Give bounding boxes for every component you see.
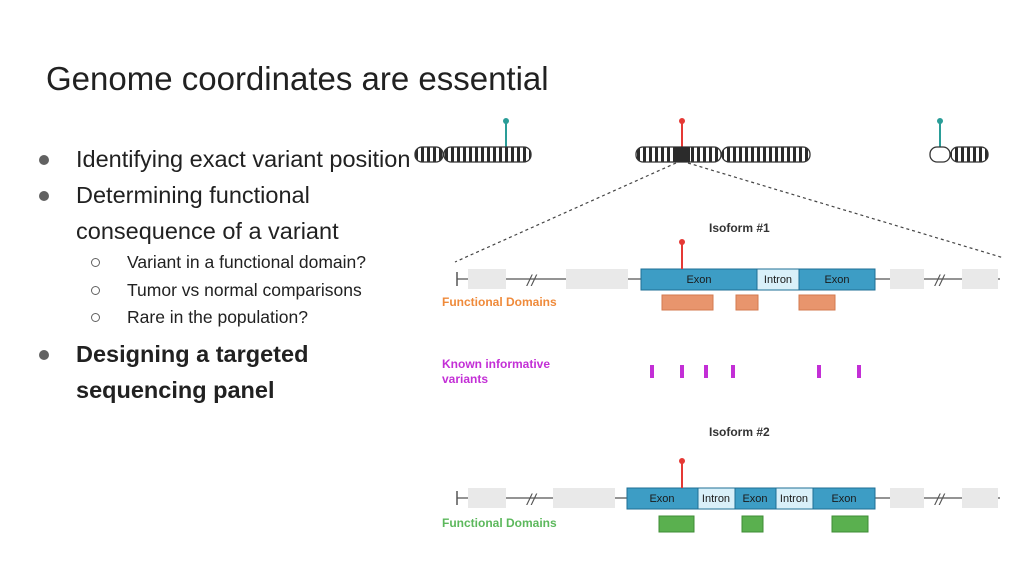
exon-label: Exon	[649, 493, 674, 505]
variant-marker	[937, 118, 943, 124]
intron-label: Intron	[702, 493, 730, 505]
exon-block	[798, 268, 876, 291]
functional-domain	[798, 294, 836, 311]
exon-label: Exon	[831, 493, 856, 505]
functional-domain	[741, 515, 764, 533]
variant-marker	[503, 118, 509, 124]
axis-break-icon: //	[526, 273, 537, 290]
functional-domain	[658, 515, 695, 533]
variant-marker	[679, 118, 685, 124]
bullet-dot-icon	[39, 155, 49, 165]
zoom-line-left	[454, 162, 677, 263]
slide-title: Genome coordinates are essential	[46, 60, 549, 97]
zoom-line-right	[687, 162, 1005, 259]
bullet-item: Identifying exact variant position	[36, 141, 416, 177]
chromosome-1	[414, 118, 532, 163]
axis-break-icon: //	[934, 273, 945, 290]
bullet-ring-icon	[91, 258, 100, 267]
chromosome-highlight-band	[674, 147, 690, 162]
chromosome-arm	[950, 146, 989, 163]
known-variant-mark	[817, 365, 821, 378]
exon-block	[812, 487, 876, 510]
known-variants-label: Known informative	[442, 357, 550, 371]
variant-marker	[679, 239, 685, 245]
sub-bullet-text: Tumor vs normal comparisons	[127, 279, 362, 300]
bullet-list: Identifying exact variant position Deter…	[36, 141, 416, 408]
known-variant-mark	[680, 365, 684, 378]
sub-bullet-item: Tumor vs normal comparisons	[36, 277, 416, 305]
downstream-region	[962, 269, 998, 289]
known-variant-mark	[704, 365, 708, 378]
upstream-region	[566, 269, 628, 289]
intron-label: Intron	[764, 274, 792, 286]
bullet-ring-icon	[91, 313, 100, 322]
known-variants-label: variants	[442, 372, 488, 386]
isoform-2-label: Isoform #2	[709, 425, 770, 439]
functional-domains-label: Functional Domains	[442, 295, 557, 309]
upstream-region	[468, 269, 506, 289]
bullet-text-determining: Determining functional consequence of a …	[76, 182, 339, 244]
bullet-dot-icon	[39, 349, 49, 360]
bullet-item: Determining functional consequence of a …	[36, 177, 416, 249]
known-variant-mark	[650, 365, 654, 378]
exon-label: Exon	[686, 274, 711, 286]
functional-domain	[831, 515, 869, 533]
isoform-1-track: // Exon Intron Exon //	[456, 239, 1000, 291]
bullet-dot-icon	[39, 191, 49, 201]
sub-bullet-text: Rare in the population?	[127, 307, 308, 327]
bullet-text-identifying: Identifying exact variant position	[76, 146, 411, 172]
downstream-region	[962, 488, 998, 508]
known-variant-mark	[731, 365, 735, 378]
isoform-2-track: // Exon Intron Exon Intron Exon //	[456, 458, 1000, 510]
sub-bullet-item: Variant in a functional domain?	[36, 249, 416, 277]
chromosome-arm	[721, 146, 811, 163]
axis-break-icon: //	[934, 492, 945, 509]
functional-domain	[661, 294, 714, 311]
exon-label: Exon	[824, 274, 849, 286]
upstream-region	[553, 488, 615, 508]
functional-domain	[735, 294, 759, 311]
exon-label: Exon	[742, 493, 767, 505]
functional-domains-label-2: Functional Domains	[442, 516, 557, 530]
downstream-region	[890, 269, 924, 289]
isoform-1-label: Isoform #1	[709, 221, 770, 235]
intron-label: Intron	[780, 493, 808, 505]
sub-bullet-item: Rare in the population?	[36, 304, 416, 332]
bullet-ring-icon	[91, 285, 100, 295]
chromosome-2	[635, 118, 811, 163]
bullet-text-designing: Designing a targeted sequencing panel	[76, 340, 309, 403]
chromosome-arm	[414, 146, 444, 163]
downstream-region	[890, 488, 924, 508]
chromosome-arm	[929, 146, 951, 163]
sub-bullet-text: Variant in a functional domain?	[127, 252, 366, 272]
upstream-region	[468, 488, 506, 508]
axis-break-icon: //	[526, 492, 537, 509]
chromosome-3	[929, 118, 989, 163]
bullet-item: Designing a targeted sequencing panel	[36, 336, 416, 408]
chromosome-arm	[443, 146, 532, 163]
variant-marker	[679, 458, 685, 464]
known-variant-marks	[650, 365, 861, 378]
known-variant-mark	[857, 365, 861, 378]
